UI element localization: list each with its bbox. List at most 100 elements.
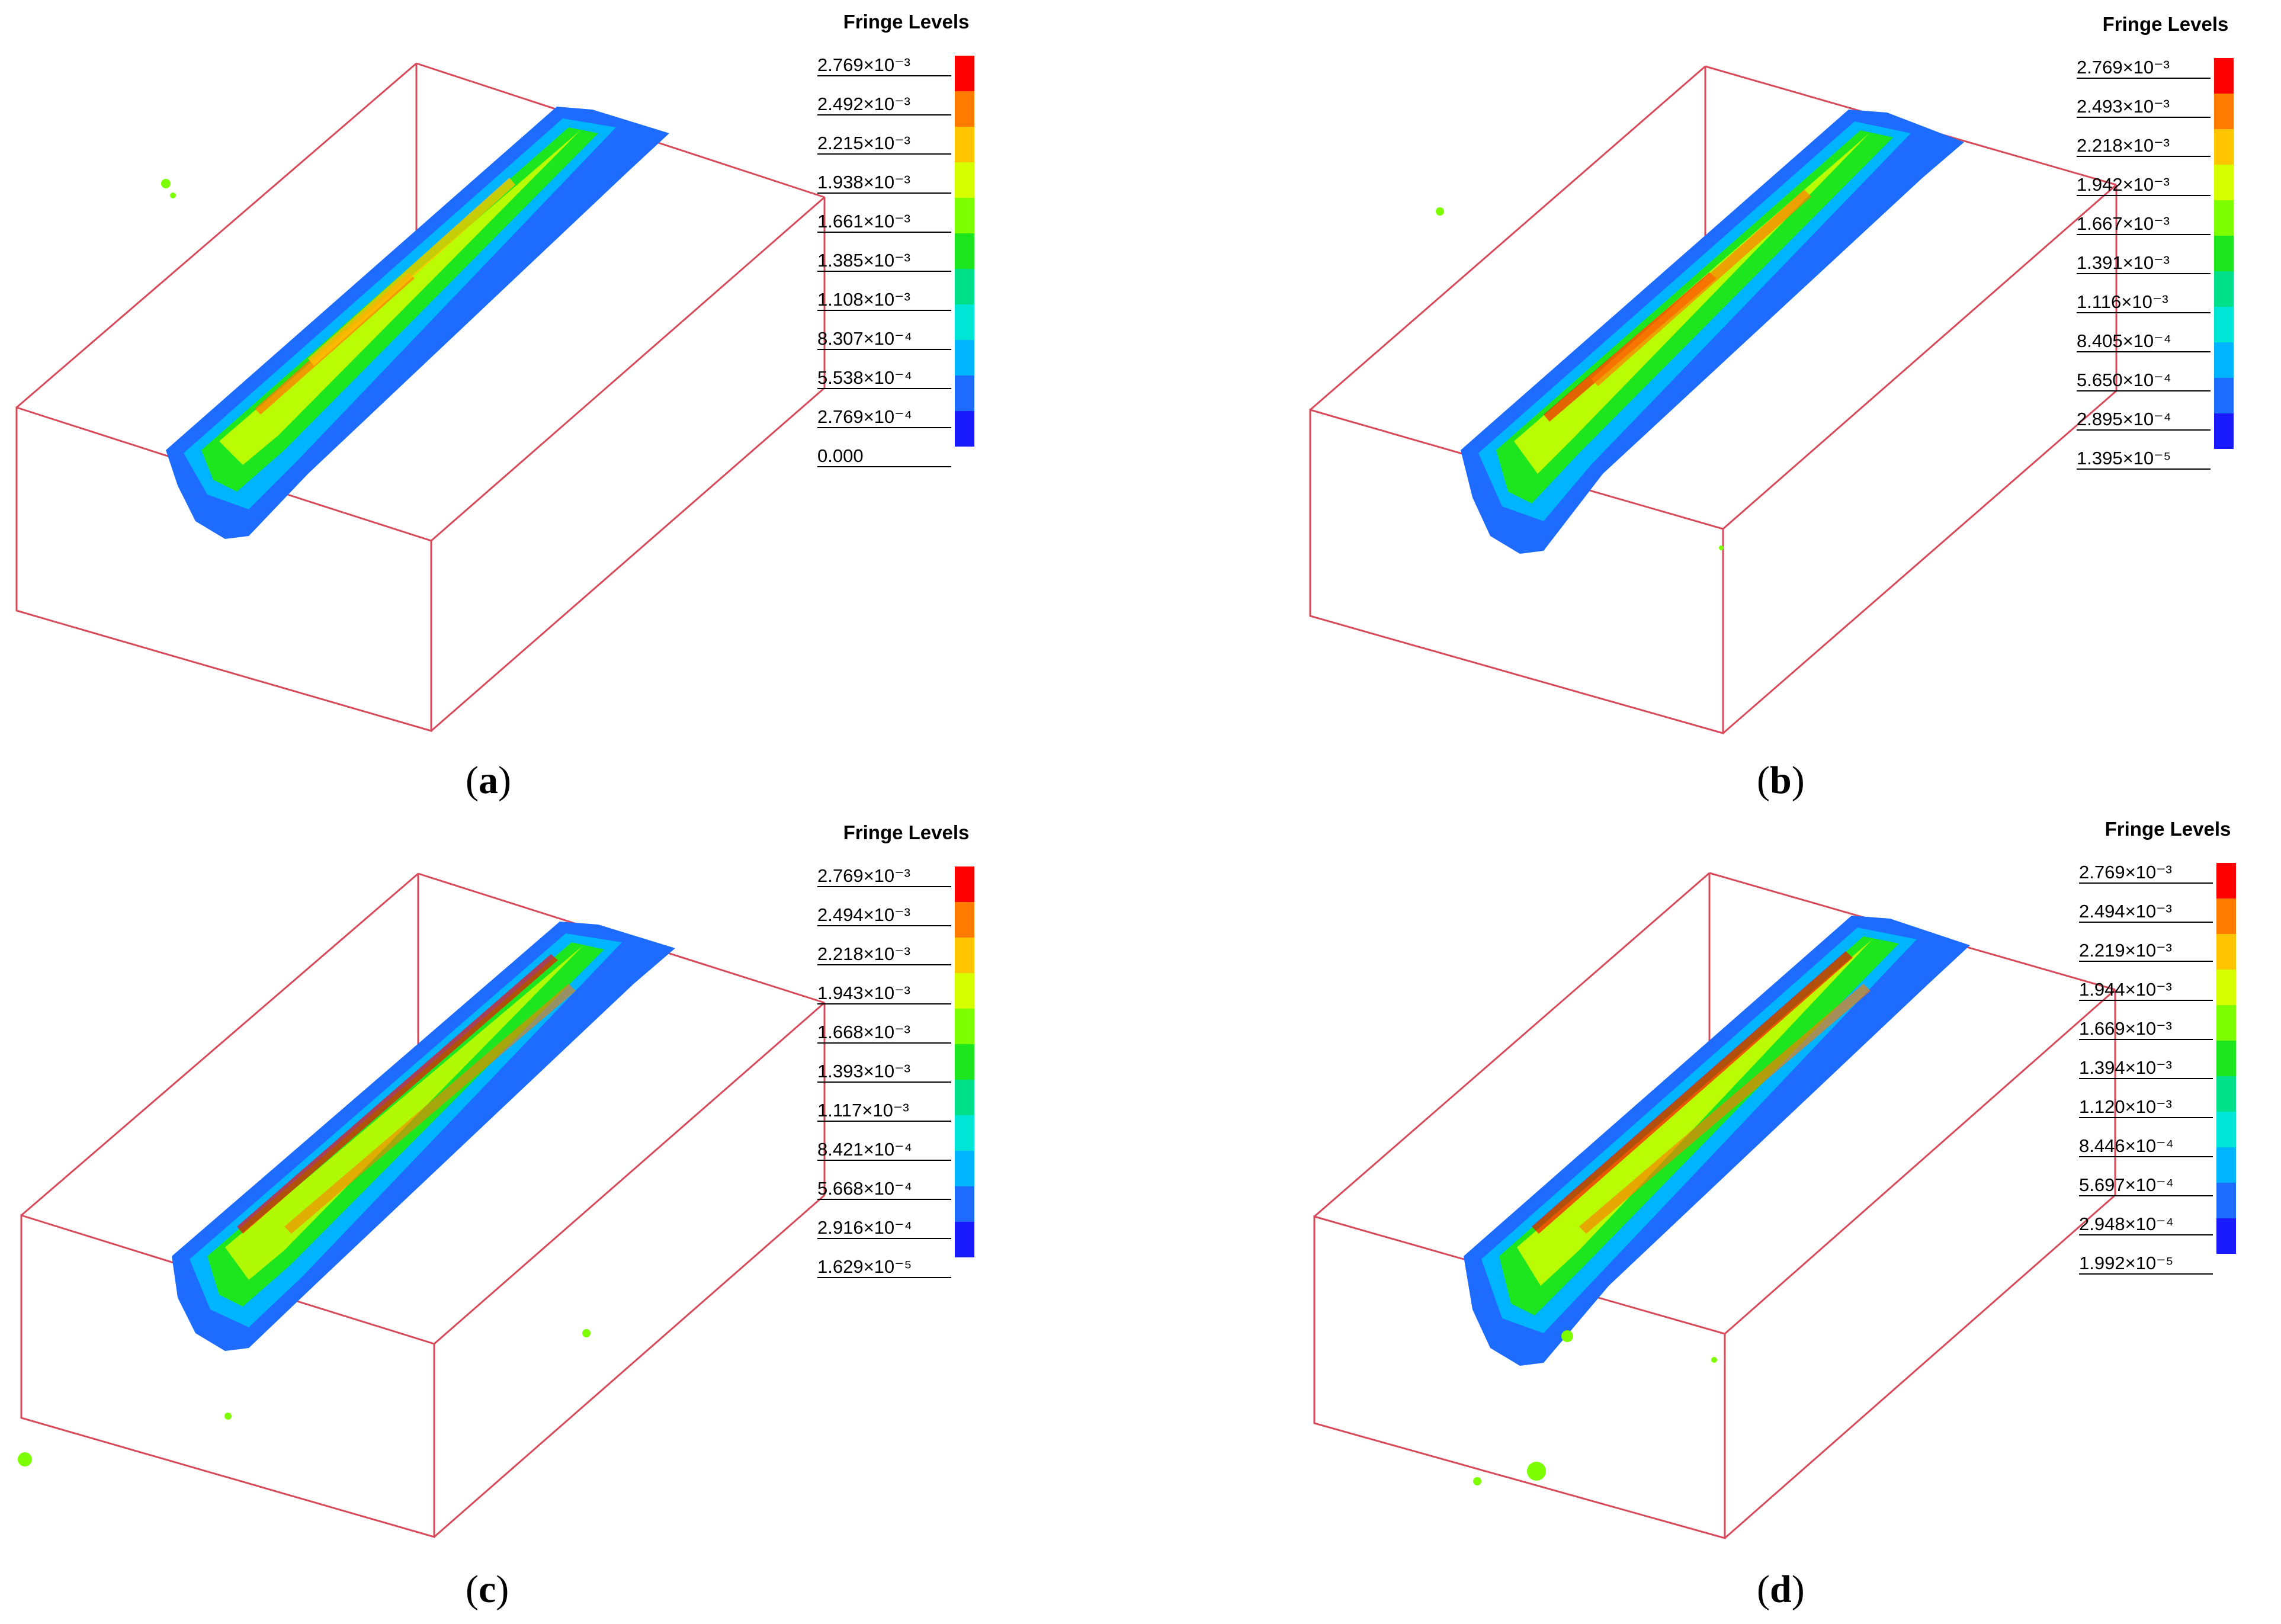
legend-title: Fringe Levels: [843, 821, 970, 843]
legend-swatch: [955, 269, 974, 304]
legend-swatch: [2214, 200, 2234, 236]
legend-label: 1.385×10⁻³: [817, 251, 951, 272]
legend-swatch: [2216, 1112, 2236, 1147]
legend-swatch: [2214, 58, 2234, 94]
panel-c-legend: Fringe Levels 2.769×10⁻³ 2.494×10⁻³ 2.21…: [817, 821, 995, 1278]
legend-swatch: [2216, 898, 2236, 934]
legend-swatch: [955, 127, 974, 162]
legend-swatch: [955, 91, 974, 127]
legend-label: 1.394×10⁻³: [2079, 1058, 2213, 1079]
panel-d-fringe-plume: [1464, 916, 1970, 1366]
legend-label: 5.650×10⁻⁴: [2077, 371, 2211, 391]
legend-swatch: [2216, 863, 2236, 898]
legend-label: 2.895×10⁻⁴: [2077, 410, 2211, 431]
legend-color-bar: [955, 866, 974, 1257]
legend-swatch: [2216, 1183, 2236, 1218]
legend-swatch: [955, 340, 974, 375]
legend-label: 2.948×10⁻⁴: [2079, 1215, 2213, 1235]
panel-b-box: [1309, 65, 2118, 734]
legend-label: 1.116×10⁻³: [2077, 293, 2211, 313]
legend-label: 2.215×10⁻³: [817, 134, 951, 155]
panel-b-speck: [1436, 207, 1724, 550]
legend-swatch: [955, 375, 974, 411]
legend-swatch: [955, 1222, 974, 1257]
legend-color-bar: [2214, 58, 2234, 449]
legend-swatch: [955, 233, 974, 269]
legend-swatch: [2216, 1041, 2236, 1076]
legend-label: 2.769×10⁻⁴: [817, 407, 951, 428]
legend-label: 2.769×10⁻³: [817, 866, 951, 887]
legend-swatch: [2214, 236, 2234, 271]
legend-swatch: [2214, 94, 2234, 129]
legend-label: 2.492×10⁻³: [817, 95, 951, 115]
legend-labels: 2.769×10⁻³ 2.494×10⁻³ 2.218×10⁻³ 1.943×1…: [817, 866, 954, 1278]
legend-swatch: [955, 411, 974, 447]
panel-c-specks: [18, 1329, 591, 1466]
legend-label: 8.307×10⁻⁴: [817, 329, 951, 350]
legend-labels: 2.769×10⁻³ 2.492×10⁻³ 2.215×10⁻³ 1.938×1…: [817, 56, 954, 467]
legend-label: 0.000: [817, 447, 951, 467]
legend-label: 1.938×10⁻³: [817, 173, 951, 194]
caption-letter: d: [1769, 1568, 1792, 1611]
legend-swatch: [955, 1151, 974, 1186]
legend-swatch: [955, 1009, 974, 1044]
legend-swatch: [2214, 165, 2234, 200]
legend-swatch: [2216, 1005, 2236, 1041]
legend-swatch: [2216, 1218, 2236, 1254]
legend-label: 5.668×10⁻⁴: [817, 1179, 951, 1200]
legend-swatch: [955, 198, 974, 233]
legend-label: 8.405×10⁻⁴: [2077, 332, 2211, 352]
legend-label: 2.769×10⁻³: [817, 56, 951, 76]
panel-d-legend: Fringe Levels 2.769×10⁻³ 2.494×10⁻³ 2.21…: [2079, 818, 2257, 1275]
panel-a: Fringe Levels 2.769×10⁻³ 2.492×10⁻³ 2.21…: [0, 0, 1140, 812]
legend-swatch: [2214, 129, 2234, 165]
legend-label: 1.943×10⁻³: [817, 984, 951, 1004]
panel-a-speck: [161, 179, 176, 198]
legend-label: 1.108×10⁻³: [817, 290, 951, 311]
legend-label: 1.120×10⁻³: [2079, 1097, 2213, 1118]
legend-label: 1.944×10⁻³: [2079, 980, 2213, 1001]
legend-swatch: [955, 1115, 974, 1151]
legend-swatch: [955, 938, 974, 973]
legend-color-bar: [955, 56, 974, 447]
panel-b-fringe-plume: [1461, 110, 1964, 554]
legend-swatch: [955, 902, 974, 938]
legend-swatch: [2216, 1147, 2236, 1183]
legend-label: 1.992×10⁻⁵: [2079, 1254, 2213, 1275]
caption-letter: c: [478, 1568, 496, 1611]
legend-label: 1.667×10⁻³: [2077, 214, 2211, 235]
legend-swatch: [2216, 934, 2236, 970]
legend-label: 1.629×10⁻⁵: [817, 1257, 951, 1278]
legend-label: 2.769×10⁻³: [2079, 863, 2213, 884]
legend-label: 2.218×10⁻³: [2077, 136, 2211, 157]
legend-swatch: [955, 1080, 974, 1115]
panel-b: Fringe Levels 2.769×10⁻³ 2.493×10⁻³ 2.21…: [1141, 0, 2281, 812]
panel-a-legend: Fringe Levels 2.769×10⁻³ 2.492×10⁻³ 2.21…: [817, 11, 995, 467]
legend-label: 2.218×10⁻³: [817, 945, 951, 965]
caption-letter: a: [478, 759, 498, 802]
panel-d: Fringe Levels 2.769×10⁻³ 2.494×10⁻³ 2.21…: [1141, 812, 2281, 1624]
panel-d-box: [1313, 872, 2116, 1539]
legend-label: 2.494×10⁻³: [2079, 902, 2213, 923]
legend-label: 2.219×10⁻³: [2079, 941, 2213, 962]
legend-swatch: [2216, 1076, 2236, 1112]
panel-a-box: [15, 62, 826, 732]
panel-c-scene: [18, 872, 826, 1538]
legend-label: 1.661×10⁻³: [817, 212, 951, 233]
panel-b-legend: Fringe Levels 2.769×10⁻³ 2.493×10⁻³ 2.21…: [2077, 13, 2254, 470]
legend-swatch: [2214, 342, 2234, 378]
legend-label: 1.395×10⁻⁵: [2077, 449, 2211, 470]
legend-label: 5.697×10⁻⁴: [2079, 1176, 2213, 1196]
legend-swatch: [955, 162, 974, 198]
legend-swatch: [955, 56, 974, 91]
legend-swatch: [955, 1044, 974, 1080]
legend-label: 2.493×10⁻³: [2077, 97, 2211, 118]
caption-letter: b: [1769, 759, 1792, 802]
legend-label: 1.942×10⁻³: [2077, 175, 2211, 196]
legend-label: 1.391×10⁻³: [2077, 253, 2211, 274]
legend-label: 1.669×10⁻³: [2079, 1019, 2213, 1040]
legend-swatch: [955, 973, 974, 1009]
legend-swatch: [2214, 413, 2234, 449]
legend-label: 2.494×10⁻³: [817, 906, 951, 926]
panel-a-caption: (a): [466, 759, 511, 802]
